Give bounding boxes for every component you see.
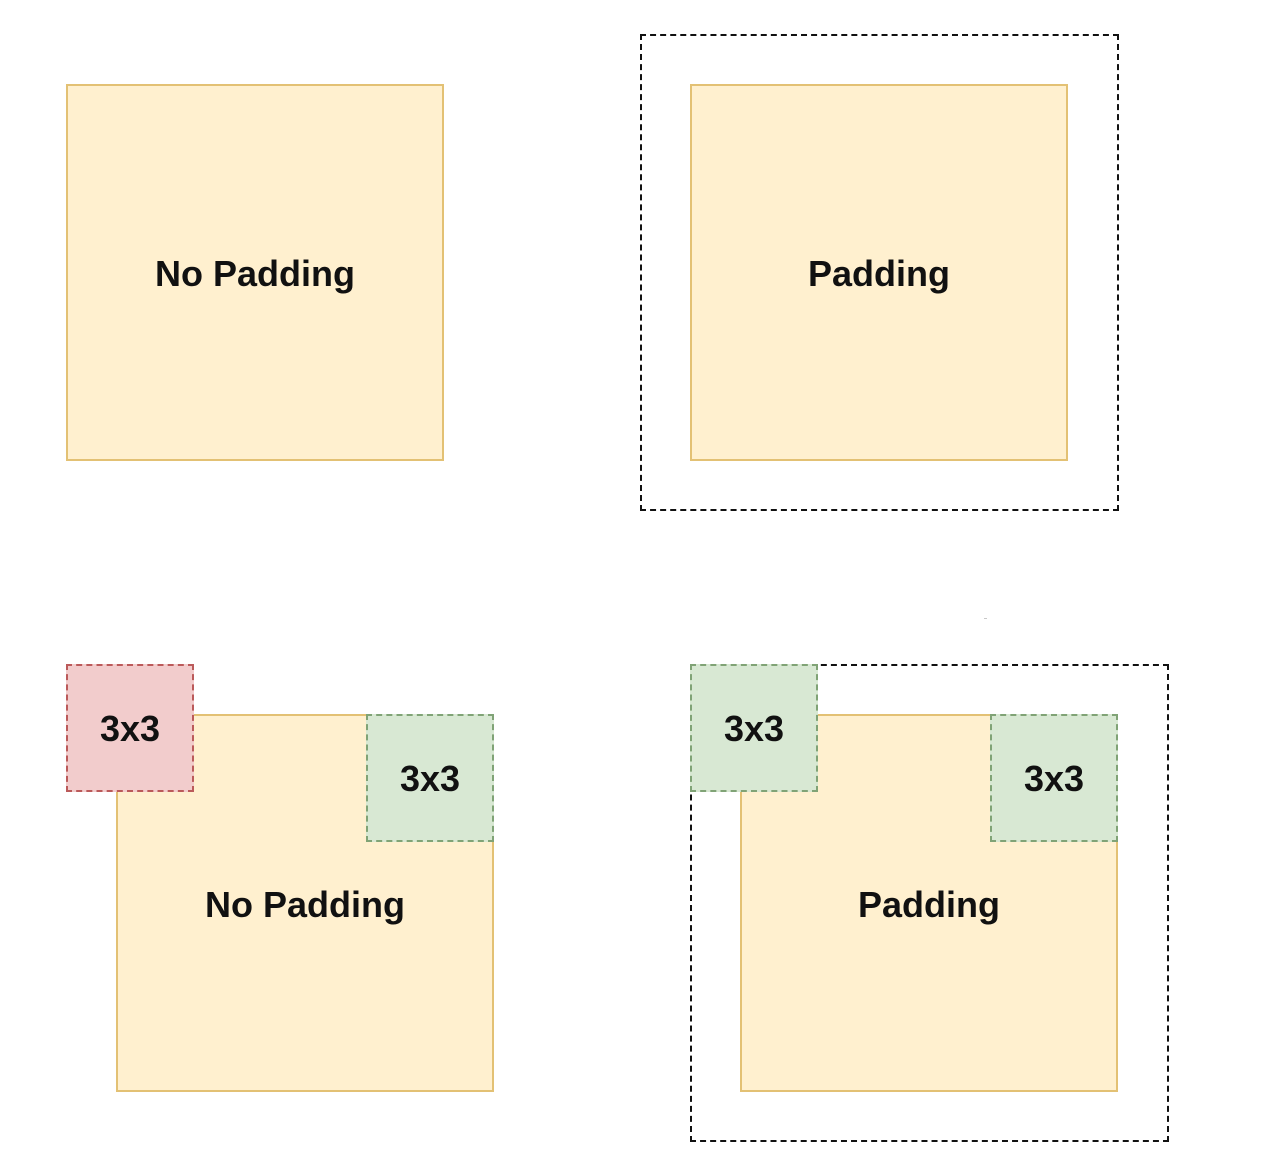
kernel-label: 3x3 bbox=[399, 758, 461, 799]
panel-padding-frame bbox=[640, 34, 1119, 511]
tiny-mark bbox=[984, 618, 987, 619]
inside-kernel-green: 3x3 bbox=[990, 714, 1118, 842]
panel-no-padding-input: No Padding bbox=[66, 84, 444, 461]
kernel-label: 3x3 bbox=[1023, 758, 1085, 799]
outside-kernel-red: 3x3 bbox=[66, 664, 194, 792]
kernel-label: 3x3 bbox=[99, 708, 161, 749]
panel-padding-input: Padding bbox=[690, 84, 1068, 461]
panel-padding-kernels-frame bbox=[690, 664, 1169, 1142]
panel-no-padding-label: No Padding bbox=[155, 253, 355, 294]
padded-corner-kernel-green: 3x3 bbox=[690, 664, 818, 792]
kernel-label: 3x3 bbox=[723, 708, 785, 749]
inside-kernel-green: 3x3 bbox=[366, 714, 494, 842]
panel-padding-label: Padding bbox=[808, 253, 950, 294]
